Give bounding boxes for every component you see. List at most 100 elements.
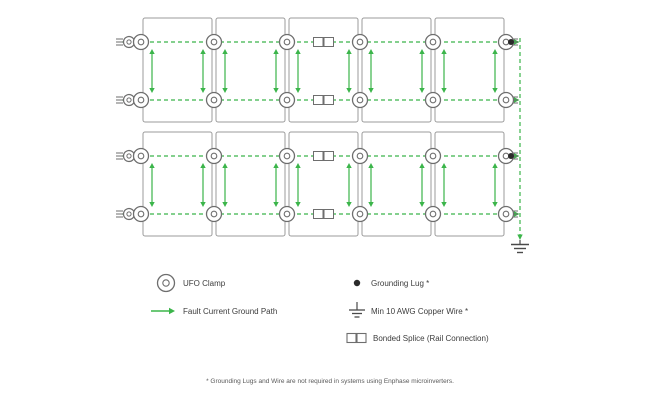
legend-item-bonded-splice: Bonded Splice (Rail Connection) — [346, 332, 489, 344]
arrowhead-up-icon — [273, 49, 279, 54]
bonded-splice-icon — [346, 332, 357, 344]
legend-label-bonded-splice: Bonded Splice (Rail Connection) — [373, 334, 489, 343]
grounding-lug — [508, 39, 514, 45]
footnote: * Grounding Lugs and Wire are not requir… — [206, 378, 454, 385]
arrowhead-down-icon — [492, 202, 498, 207]
bonded-splice — [313, 37, 324, 47]
arrowhead-up-icon — [149, 163, 155, 168]
bonded-splice — [323, 95, 334, 105]
grounding-lug-icon — [353, 279, 361, 287]
arrowhead-down-icon — [200, 202, 206, 207]
legend-label-grounding-lug: Grounding Lug * — [371, 279, 429, 288]
ufo-clamp-inner — [502, 96, 510, 104]
ufo-clamp-inner — [283, 38, 291, 46]
arrowhead-down-icon — [346, 88, 352, 93]
arrowhead-up-icon — [346, 163, 352, 168]
ufo-clamp-inner — [283, 210, 291, 218]
legend-label-copper-wire: Min 10 AWG Copper Wire * — [371, 307, 468, 316]
solar-panel — [288, 17, 359, 123]
ufo-clamp-inner — [210, 210, 218, 218]
arrowhead-down-icon — [200, 88, 206, 93]
arrowhead-down-icon — [368, 202, 374, 207]
arrowhead-down-icon — [441, 88, 447, 93]
panel-arrays — [116, 17, 529, 254]
legend-item-fault-path: Fault Current Ground Path — [151, 307, 277, 316]
arrowhead-up-icon — [368, 49, 374, 54]
legend-item-ufo-clamp: UFO Clamp — [156, 273, 226, 293]
arrowhead-up-icon — [200, 49, 206, 54]
arrowhead-down-icon — [419, 88, 425, 93]
ufo-clamp-inner — [137, 96, 145, 104]
arrowhead-up-icon — [368, 163, 374, 168]
ufo-clamp-inner — [429, 38, 437, 46]
arrowhead-up-icon — [419, 49, 425, 54]
solar-panel — [361, 17, 432, 123]
solar-panel — [361, 131, 432, 237]
ufo-clamp-inner — [429, 210, 437, 218]
ufo-clamp-inner — [137, 152, 145, 160]
bonded-splice-icon — [356, 332, 367, 344]
arrowhead-down-icon — [149, 88, 155, 93]
arrowhead-up-icon — [295, 163, 301, 168]
arrowhead-up-icon — [273, 163, 279, 168]
arrowhead-down-icon — [368, 88, 374, 93]
arrowhead-up-icon — [222, 163, 228, 168]
bonded-splice — [323, 151, 334, 161]
solar-panel — [288, 131, 359, 237]
ufo-clamp-inner — [356, 96, 364, 104]
end-clamp-inner — [126, 39, 132, 45]
arrowhead-up-icon — [419, 163, 425, 168]
bonded-splice — [313, 95, 324, 105]
arrowhead-up-icon — [149, 49, 155, 54]
end-clamp-inner — [126, 211, 132, 217]
arrowhead-down-icon — [222, 202, 228, 207]
arrowhead-down-icon — [149, 202, 155, 207]
arrowhead-up-icon — [492, 49, 498, 54]
arrowhead-up-icon — [492, 163, 498, 168]
legend-item-grounding-lug: Grounding Lug * — [353, 279, 429, 288]
ufo-clamp-inner — [137, 38, 145, 46]
ufo-clamp-inner — [356, 210, 364, 218]
solar-panel — [215, 17, 286, 123]
arrowhead-down-icon — [273, 202, 279, 207]
arrowhead-down-icon — [346, 202, 352, 207]
arrowhead-up-icon — [441, 163, 447, 168]
bonded-splice — [313, 209, 324, 219]
legend-label-ufo-clamp: UFO Clamp — [183, 279, 226, 288]
ufo-clamp-inner — [502, 152, 510, 160]
arrowhead-down-icon — [295, 202, 301, 207]
legend: UFO Clamp Grounding Lug * Fault Current … — [151, 273, 489, 344]
ufo-clamp-inner — [283, 96, 291, 104]
fault-path-arrowhead-icon — [169, 307, 175, 315]
arrowhead-up-icon — [295, 49, 301, 54]
arrowhead-up-icon — [441, 49, 447, 54]
arrowhead-down-icon — [492, 88, 498, 93]
bonded-splice — [323, 37, 334, 47]
arrowhead-down-icon — [273, 88, 279, 93]
ufo-clamp-inner — [210, 96, 218, 104]
ufo-clamp-inner — [502, 38, 510, 46]
bonded-splice — [323, 209, 334, 219]
arrowhead-down-icon — [419, 202, 425, 207]
ufo-clamp-icon-inner — [162, 279, 170, 287]
ufo-clamp-inner — [429, 152, 437, 160]
solar-panel — [434, 131, 505, 237]
ufo-clamp-inner — [137, 210, 145, 218]
ufo-clamp-inner — [356, 38, 364, 46]
arrowhead-down-icon — [517, 234, 523, 240]
ufo-clamp-inner — [210, 38, 218, 46]
arrowhead-down-icon — [441, 202, 447, 207]
ufo-clamp-inner — [429, 96, 437, 104]
grounding-lug — [508, 153, 514, 159]
solar-panel — [142, 17, 213, 123]
ufo-clamp-inner — [502, 210, 510, 218]
ufo-clamp-inner — [210, 152, 218, 160]
bonded-splice — [313, 151, 324, 161]
ufo-clamp-inner — [283, 152, 291, 160]
arrowhead-up-icon — [346, 49, 352, 54]
arrowhead-up-icon — [200, 163, 206, 168]
legend-label-fault-path: Fault Current Ground Path — [183, 307, 277, 316]
end-clamp-inner — [126, 97, 132, 103]
